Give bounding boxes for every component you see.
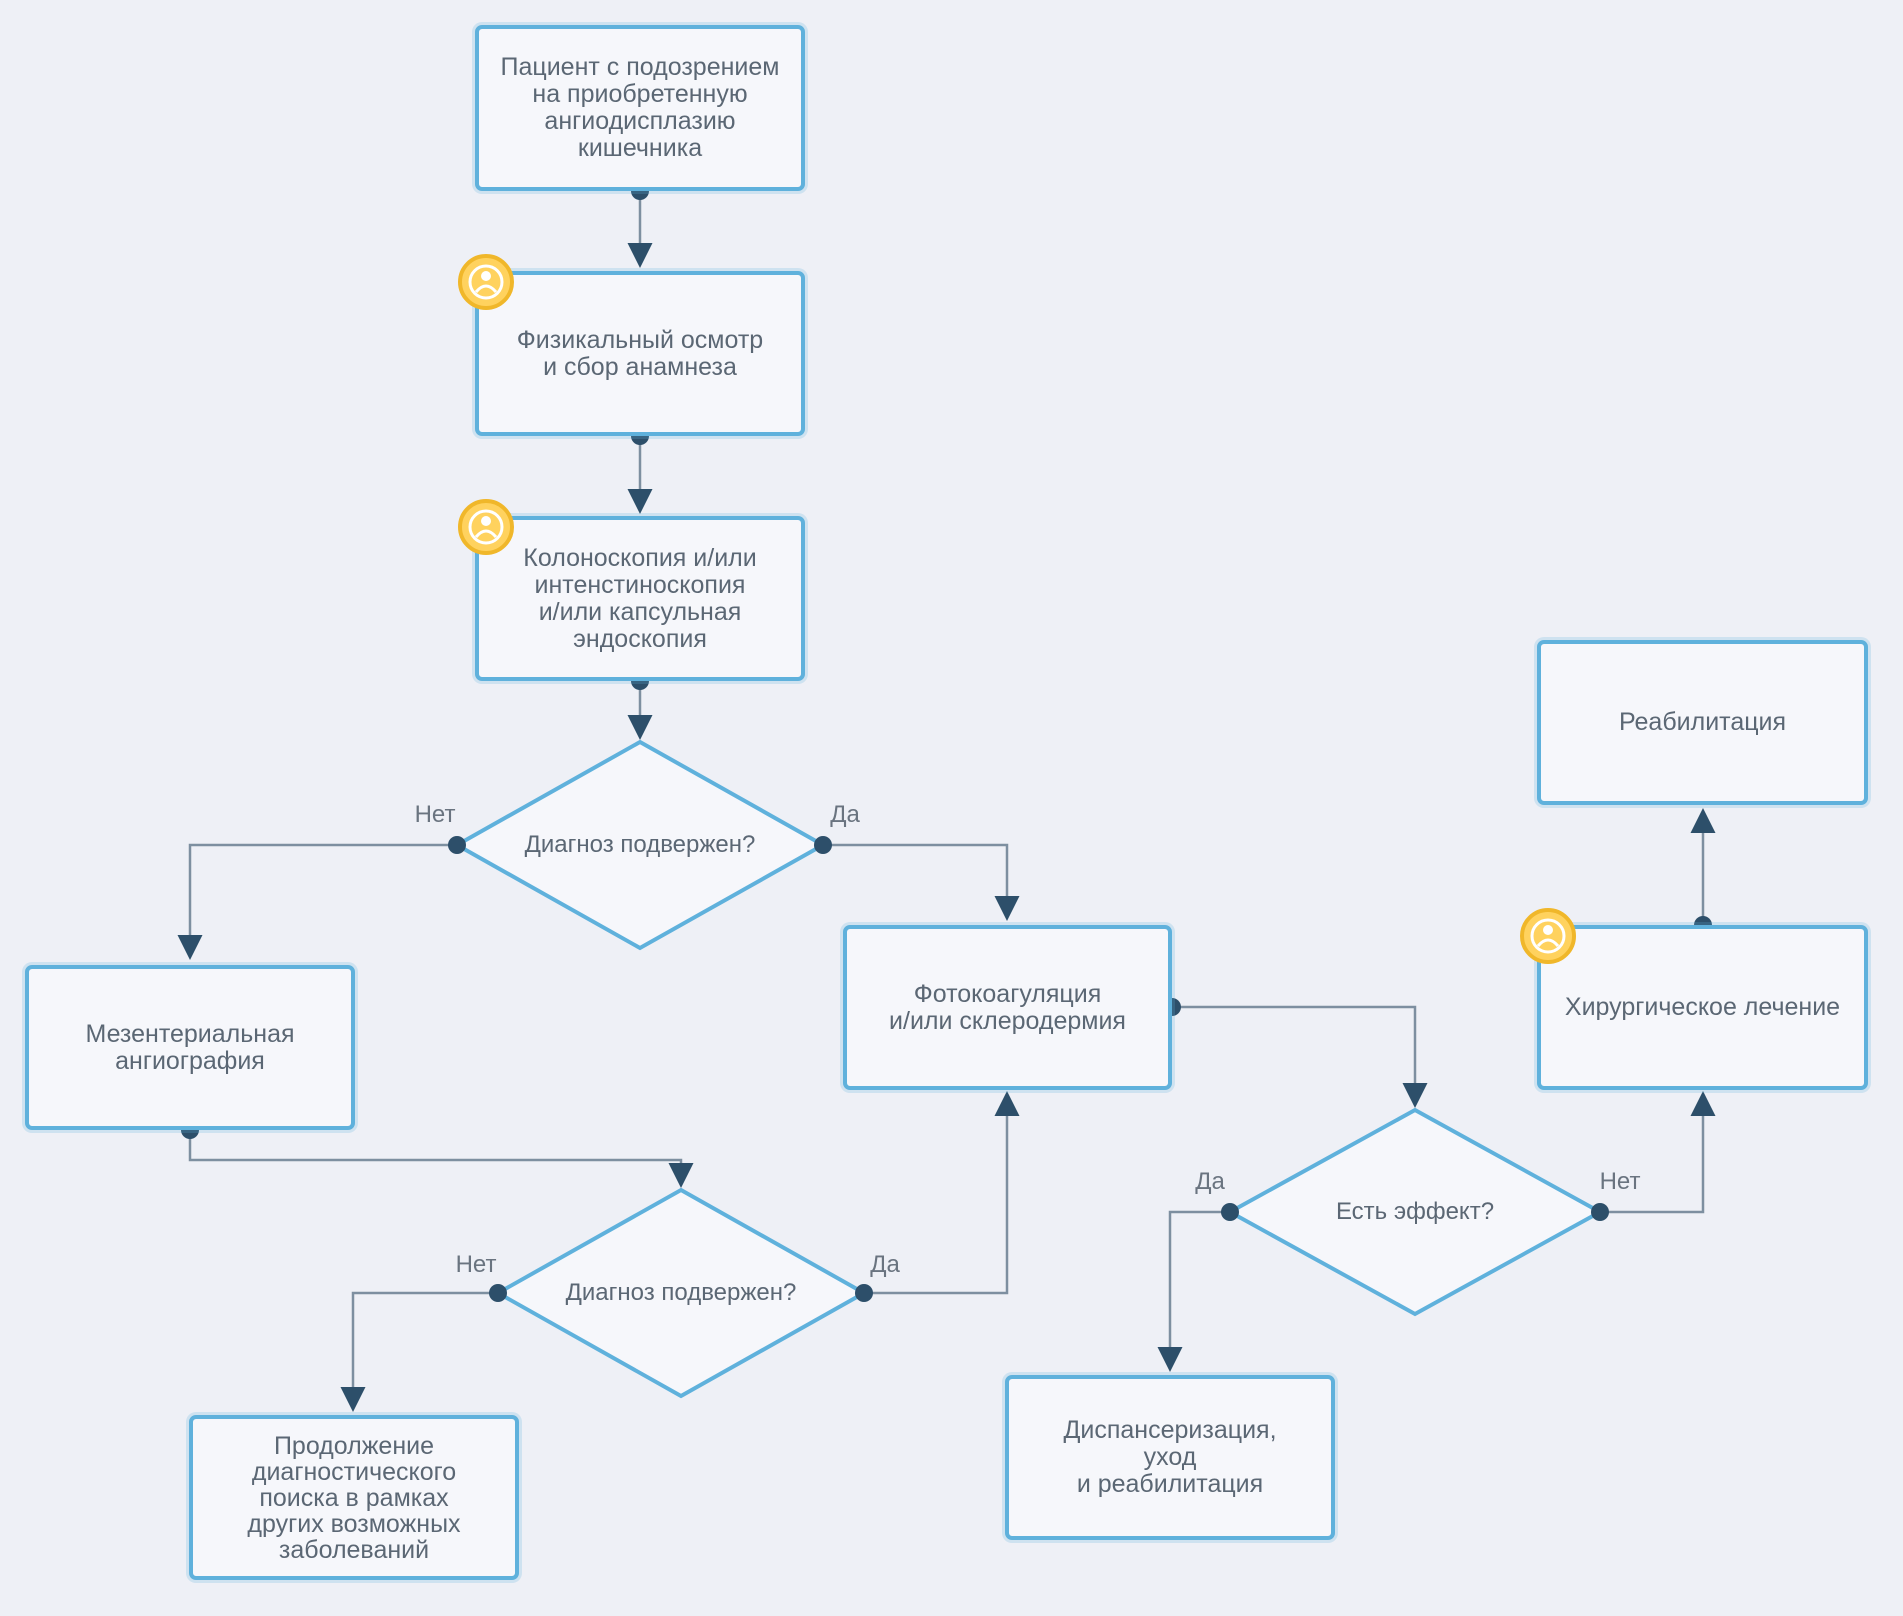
- expert-icon-glyph: [468, 509, 504, 545]
- edge-label-diag1-yes: Да: [830, 801, 860, 828]
- connection-dot: [814, 836, 832, 854]
- decision-diamond-diag1: [452, 739, 828, 951]
- connector-angiography-diag2: [188, 1130, 694, 1188]
- node-continue-diagnostic-search: Продолжение диагностического поиска в ра…: [189, 1415, 519, 1580]
- edge-label-effect-yes: Да: [1195, 1168, 1225, 1195]
- connector-effect-yes-dispensary: [1157, 1210, 1230, 1372]
- connector-diag2-yes-photocoag: [864, 1091, 1020, 1295]
- node-surgical-treatment: Хирургическое лечение: [1537, 925, 1868, 1090]
- edge-label-diag2-yes: Да: [870, 1251, 900, 1278]
- connector-diag2-no-continue: [340, 1291, 498, 1412]
- node-endoscopy: Колоноскопия и/или интенстиноскопия и/ил…: [475, 516, 805, 681]
- connection-dot: [1591, 1203, 1609, 1221]
- decision-diagnosis-confirmed-2: Диагноз подвержен?: [565, 1279, 797, 1306]
- edge-label-effect-no: Нет: [1599, 1168, 1641, 1195]
- node-photocoagulation: Фотокоагуляция и/или склеродермия: [843, 925, 1172, 1090]
- decision-diamond-effect: [1225, 1107, 1605, 1317]
- connection-dot: [448, 836, 466, 854]
- connection-dot: [855, 1284, 873, 1302]
- node-mesenteric-angiography: Мезентериальная ангиография: [25, 965, 355, 1130]
- expert-icon-glyph: [1530, 918, 1566, 954]
- node-rehabilitation: Реабилитация: [1537, 640, 1868, 805]
- connection-dot: [489, 1284, 507, 1302]
- expert-icon: [458, 499, 514, 555]
- decision-effect: Есть эффект?: [1335, 1198, 1495, 1225]
- expert-icon: [458, 254, 514, 310]
- connector-diag1-yes-photocoag: [823, 843, 1020, 921]
- expert-icon: [1520, 908, 1576, 964]
- node-physical-exam: Физикальный осмотр и сбор анамнеза: [475, 271, 805, 436]
- decision-diagnosis-confirmed-1: Диагноз подвержен?: [524, 831, 756, 858]
- connector-photocoag-effect: [1172, 1005, 1428, 1108]
- node-dispensary-care: Диспансеризация, уход и реабилитация: [1005, 1375, 1335, 1540]
- edge-label-diag2-no: Нет: [455, 1251, 497, 1278]
- edge-label-diag1-no: Нет: [414, 801, 456, 828]
- decision-diamond-diag2: [493, 1187, 869, 1399]
- connector-effect-no-surgery: [1600, 1091, 1716, 1214]
- expert-icon-glyph: [468, 264, 504, 300]
- connector-diag1-no-angiography: [177, 843, 457, 960]
- connection-dot: [1221, 1203, 1239, 1221]
- node-patient-suspected: Пациент с подозрением на приобретенную а…: [475, 25, 805, 191]
